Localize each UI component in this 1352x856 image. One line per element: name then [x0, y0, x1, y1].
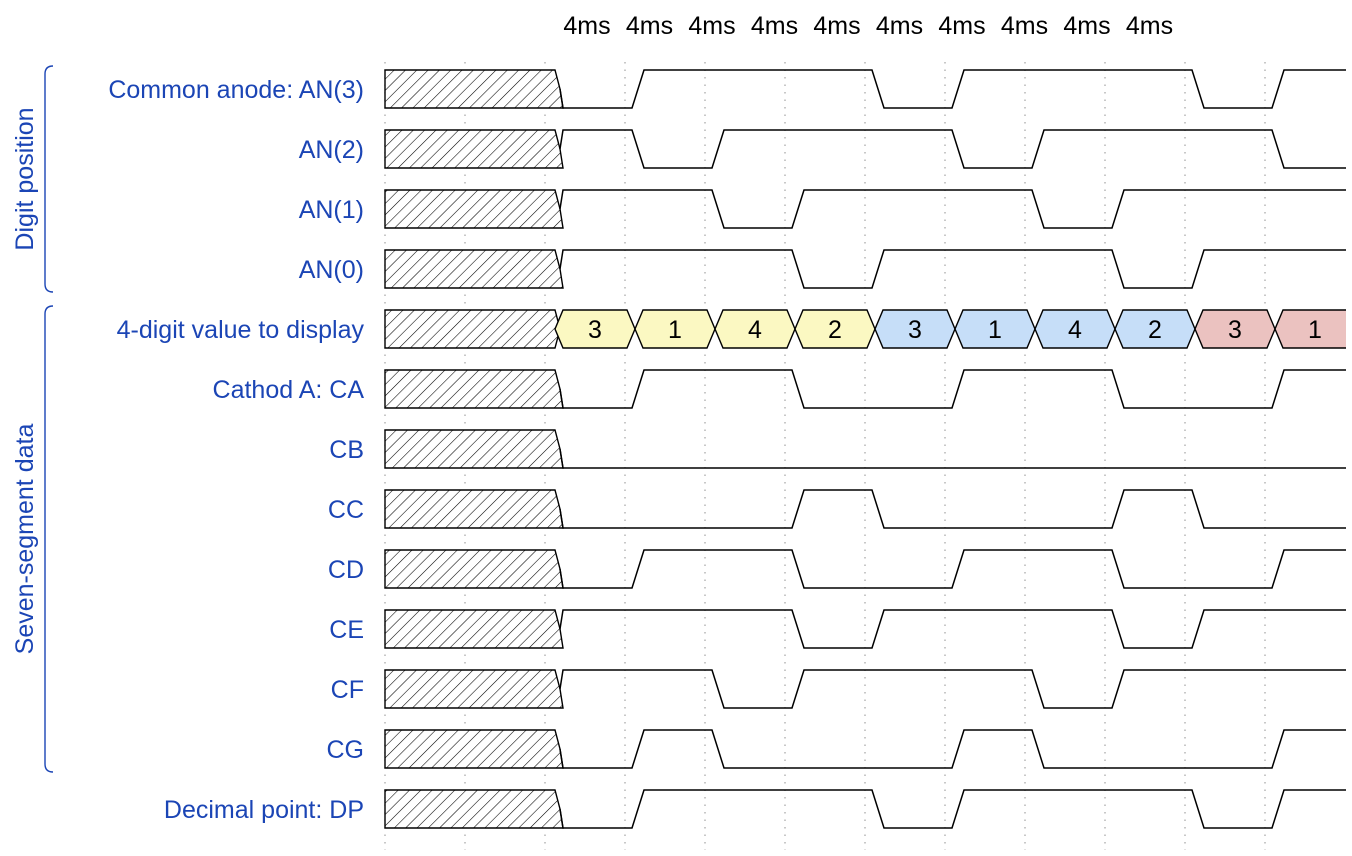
signal-11	[384, 729, 1346, 769]
signal-1	[384, 129, 1346, 169]
bus-value: 3	[908, 316, 922, 344]
signal-6	[384, 429, 1346, 469]
signal-12	[384, 789, 1346, 829]
dont-care-region	[384, 189, 564, 229]
signal-7	[384, 489, 1346, 529]
waveform-line	[559, 549, 1346, 589]
signal-label: CE	[329, 616, 364, 644]
dont-care-region	[384, 429, 564, 469]
dont-care-region	[384, 369, 564, 409]
signal-label: CC	[328, 496, 364, 524]
dont-care-region	[384, 69, 564, 109]
signal-label: AN(2)	[299, 136, 364, 164]
waveform-line	[559, 69, 1346, 109]
signal-10	[384, 669, 1346, 709]
signal-5	[384, 369, 1346, 409]
signal-9	[384, 609, 1346, 649]
bus-value: 1	[668, 316, 682, 344]
bus-value: 2	[1148, 316, 1162, 344]
signal-4: 3 1 4 2 3 1 4 2 3 1	[384, 309, 1346, 349]
signal-label: 4-digit value to display	[117, 316, 365, 344]
dont-care-region	[384, 489, 564, 529]
dont-care-region	[384, 249, 564, 289]
bus-value: 2	[828, 316, 842, 344]
waveform-line	[559, 369, 1346, 409]
signal-label: CB	[329, 436, 364, 464]
signal-label: CF	[331, 676, 364, 704]
group-label: Seven-segment data	[11, 424, 39, 655]
signal-label: CD	[328, 556, 364, 584]
dont-care-region	[384, 549, 564, 589]
group-label: Digit position	[11, 107, 39, 250]
group-brace	[44, 65, 54, 293]
waveform-line	[559, 669, 1346, 709]
period-label: 4ms	[563, 12, 610, 40]
signal-label: Decimal point: DP	[164, 796, 364, 824]
signal-3	[384, 249, 1346, 289]
period-label: 4ms	[938, 12, 985, 40]
bus-segment	[1274, 309, 1346, 349]
bus-value: 1	[988, 316, 1002, 344]
waveform-line	[559, 249, 1346, 289]
period-label: 4ms	[688, 12, 735, 40]
signal-label: CG	[327, 736, 365, 764]
waveforms: 3 1 4 2 3 1 4 2 3 1	[384, 69, 1346, 829]
period-label: 4ms	[1001, 12, 1048, 40]
dont-care-region	[384, 789, 564, 829]
waveform-line	[559, 729, 1346, 769]
dont-care-region	[384, 129, 564, 169]
bus-value: 4	[748, 316, 762, 344]
signal-label: AN(0)	[299, 256, 364, 284]
group-brace	[44, 305, 54, 773]
dont-care-region	[384, 669, 564, 709]
dont-care-region	[384, 309, 561, 349]
bus-value: 1	[1308, 316, 1322, 344]
dont-care-region	[384, 729, 564, 769]
waveform-line	[559, 489, 1346, 529]
signal-8	[384, 549, 1346, 589]
period-label: 4ms	[876, 12, 923, 40]
waveform-line	[559, 789, 1346, 829]
bus-value: 3	[588, 316, 602, 344]
period-labels: 4ms 4ms 4ms 4ms 4ms 4ms 4ms 4ms 4ms 4ms	[563, 12, 1173, 40]
bus-value: 4	[1068, 316, 1082, 344]
period-label: 4ms	[813, 12, 860, 40]
period-label: 4ms	[751, 12, 798, 40]
signal-2	[384, 189, 1346, 229]
waveform-line	[559, 189, 1346, 229]
waveform-line	[559, 609, 1346, 649]
period-label: 4ms	[1126, 12, 1173, 40]
signal-label: AN(1)	[299, 196, 364, 224]
period-label: 4ms	[626, 12, 673, 40]
signal-0	[384, 69, 1346, 109]
signal-label: Common anode: AN(3)	[108, 76, 364, 104]
dont-care-region	[384, 609, 564, 649]
signal-labels: Common anode: AN(3) AN(2) AN(1) AN(0) 4-digi…	[108, 76, 364, 824]
period-label: 4ms	[1063, 12, 1110, 40]
signal-label: Cathod A: CA	[213, 376, 365, 404]
bus-value: 3	[1228, 316, 1242, 344]
waveform-line	[559, 129, 1346, 169]
waveform-line	[559, 448, 1346, 469]
